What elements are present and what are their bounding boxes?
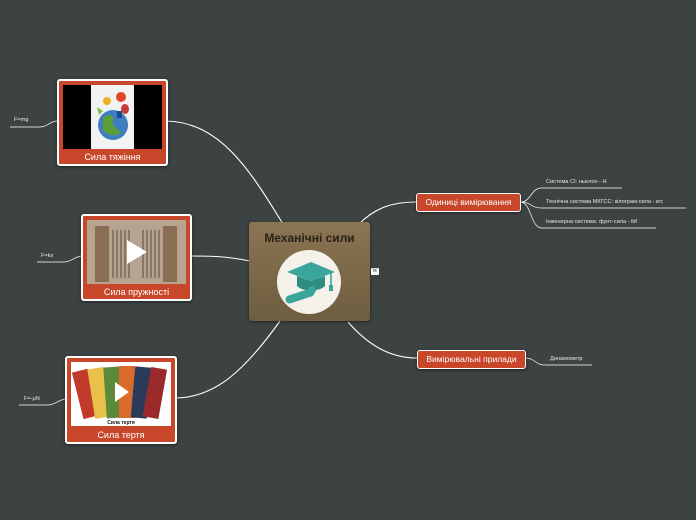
friction-thumbnail-caption: Сила тертя	[107, 420, 135, 426]
connector-gravity	[165, 120, 284, 225]
topic-gravity-label: Сила тяжіння	[84, 152, 141, 162]
globe-with-fruit-icon	[91, 85, 134, 149]
wikipedia-link-icon[interactable]: W	[371, 268, 379, 275]
topic-elasticity-label: Сила пружності	[103, 287, 170, 297]
connector-units	[358, 201, 417, 225]
connector-unit-si	[519, 187, 622, 203]
connector-unit-mkgss	[519, 201, 686, 209]
formula-gravity[interactable]: F=mg	[14, 117, 29, 123]
friction-video-thumbnail: Сила тертя	[71, 362, 171, 426]
topic-instruments[interactable]: Вимірювальні прилади	[417, 350, 526, 369]
central-topic-title: Механічні сили	[264, 231, 355, 245]
graduation-cap-icon	[277, 250, 341, 314]
connector-formula-elasticity	[37, 255, 83, 263]
connector-unit-engineering	[519, 201, 656, 229]
instrument-dynamometer[interactable]: Динамометр	[550, 356, 583, 362]
gravity-image	[63, 85, 162, 149]
connector-formula-gravity	[10, 120, 58, 128]
unit-engineering[interactable]: Інженерна система: фунт-сила - lbf	[546, 219, 637, 225]
play-icon[interactable]	[125, 238, 149, 266]
topic-elasticity[interactable]: Сила пружності	[81, 214, 192, 301]
topic-units[interactable]: Одиниці вимірювання	[416, 193, 521, 212]
central-topic[interactable]: Механічні сили	[249, 222, 370, 321]
connector-instruments	[347, 321, 418, 359]
topic-friction[interactable]: Сила тертя Сила тертя	[65, 356, 177, 444]
connector-formula-friction	[19, 398, 67, 406]
formula-elasticity[interactable]: F=kx	[41, 253, 54, 259]
unit-si[interactable]: Система СІ: ньютон - Н	[546, 179, 607, 185]
friction-image	[71, 362, 171, 426]
connector-instrument-dynamometer	[524, 357, 592, 366]
spring-image	[87, 220, 186, 284]
topic-friction-label: Сила тертя	[97, 430, 145, 440]
topic-gravity[interactable]: Сила тяжіння	[57, 79, 168, 166]
formula-friction[interactable]: F=-μN	[24, 396, 40, 402]
connector-elasticity	[189, 255, 251, 262]
unit-mkgss[interactable]: Технічна система МКГСС: кілограм-сила - …	[546, 199, 664, 205]
connector-friction	[174, 320, 281, 399]
